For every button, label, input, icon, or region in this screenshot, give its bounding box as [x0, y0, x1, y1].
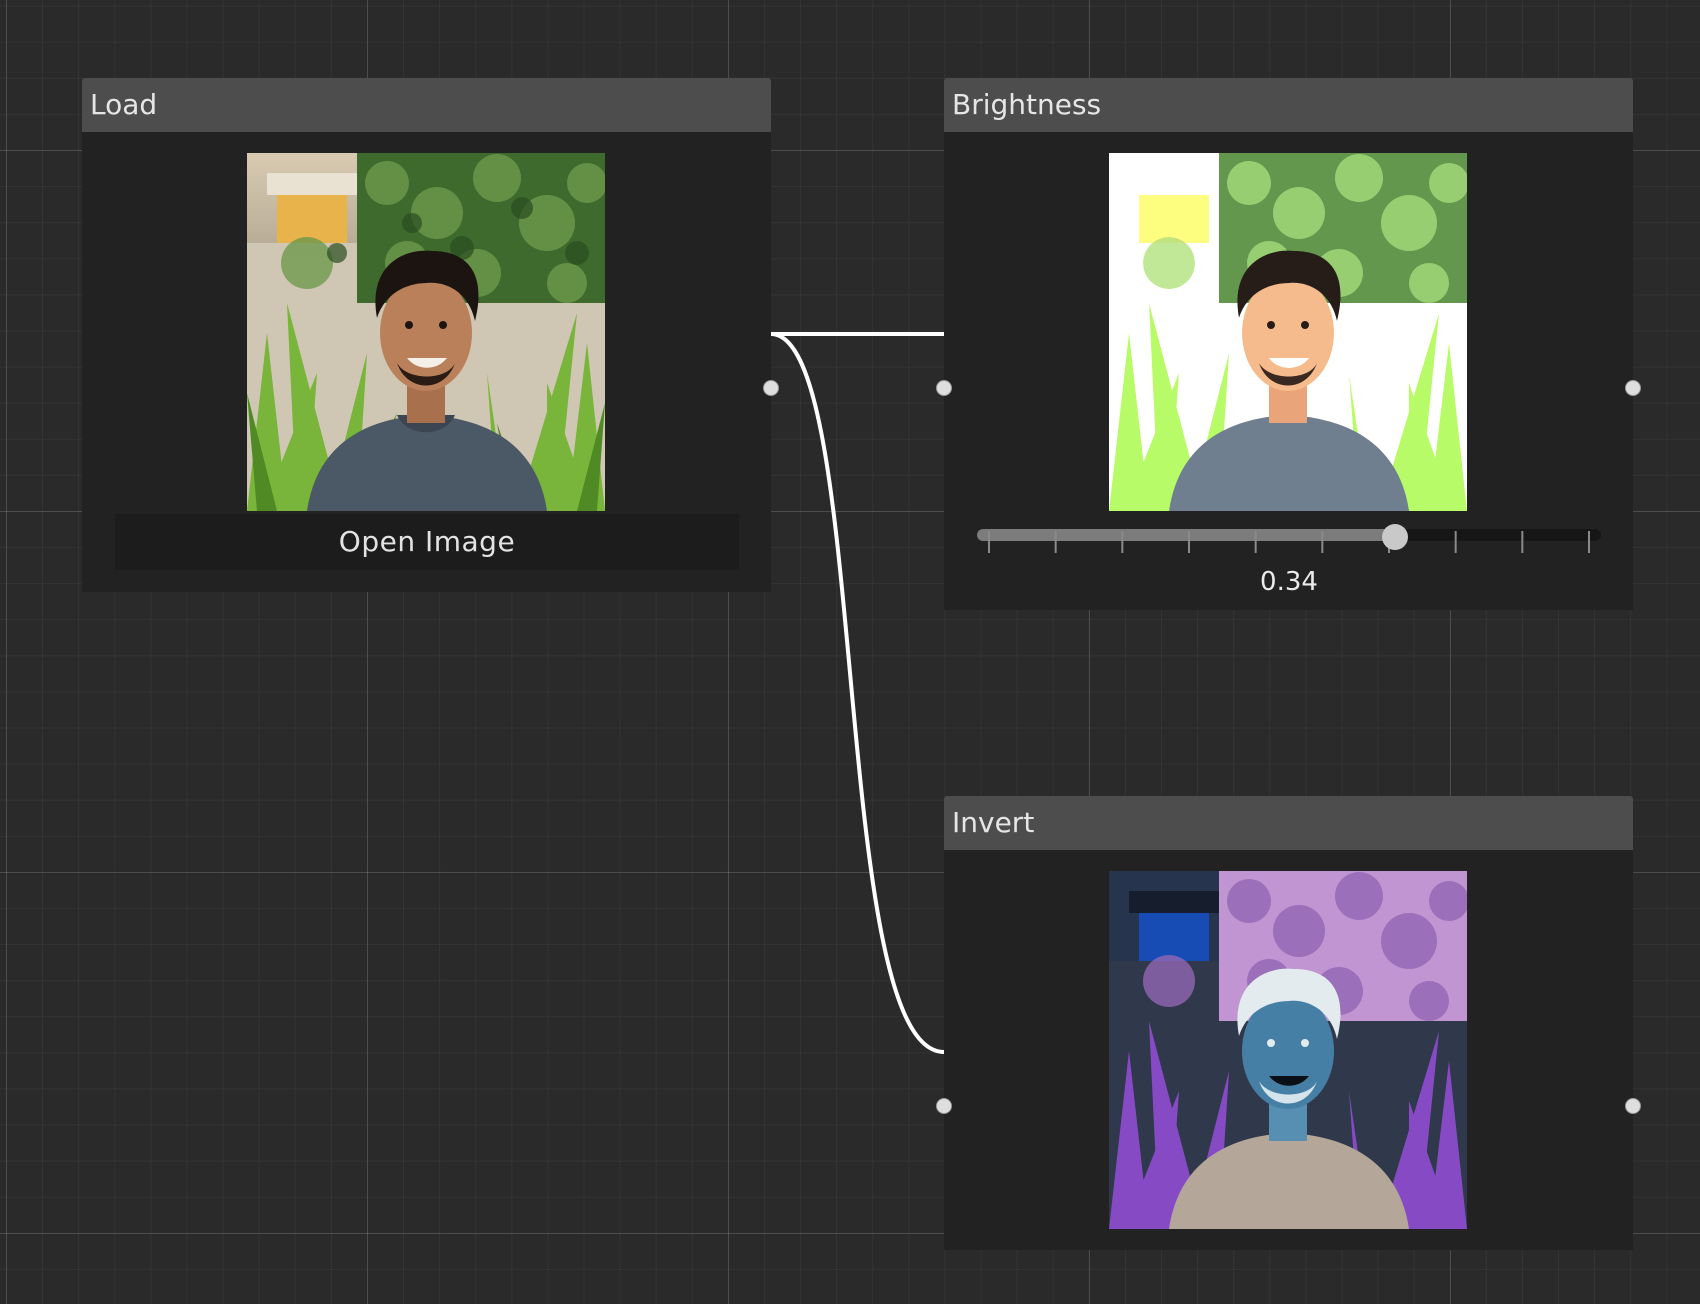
slider-handle[interactable]: [1382, 524, 1408, 550]
brightness-node[interactable]: Brightness: [936, 78, 1641, 610]
slider-ticks: [988, 531, 1590, 553]
portrait-photo-brightened: [1109, 153, 1467, 511]
invert-node-header[interactable]: Invert: [944, 796, 1633, 850]
load-image-preview: [247, 153, 605, 511]
load-node[interactable]: Load: [82, 78, 779, 592]
portrait-photo-inverted: [1109, 871, 1467, 1229]
brightness-input-port[interactable]: [936, 380, 952, 396]
invert-input-port[interactable]: [936, 1098, 952, 1114]
invert-output-port[interactable]: [1625, 1098, 1641, 1114]
load-node-header[interactable]: Load: [82, 78, 771, 132]
brightness-output-port[interactable]: [1625, 380, 1641, 396]
load-node-title: Load: [90, 88, 158, 121]
slider-value-label: 0.34: [1260, 567, 1318, 597]
brightness-node-body: 0.34: [936, 132, 1641, 610]
invert-node-body: [936, 850, 1641, 1250]
brightness-slider[interactable]: 0.34: [977, 517, 1601, 597]
load-node-body: Open Image: [82, 132, 779, 592]
wire-load-to-invert[interactable]: [770, 332, 945, 1054]
invert-node-title: Invert: [952, 806, 1035, 839]
load-output-port[interactable]: [763, 380, 779, 396]
invert-image-preview: [1109, 871, 1467, 1229]
brightness-node-title: Brightness: [952, 88, 1102, 121]
invert-node[interactable]: Invert: [936, 796, 1641, 1250]
portrait-photo: [247, 153, 605, 511]
brightness-image-preview: [1109, 153, 1467, 511]
open-image-button[interactable]: Open Image: [115, 514, 739, 570]
brightness-node-header[interactable]: Brightness: [944, 78, 1633, 132]
